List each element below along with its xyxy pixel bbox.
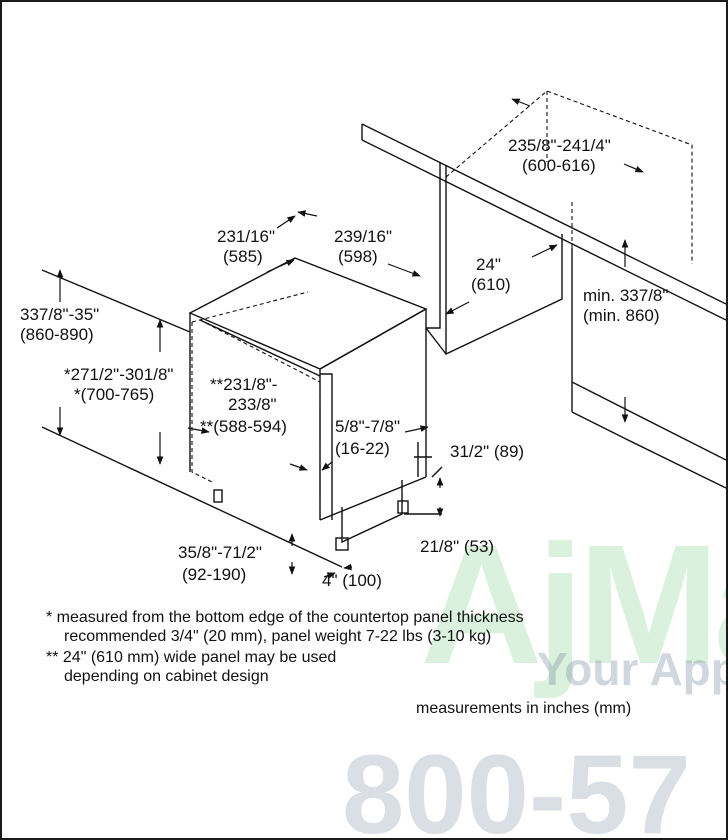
dim-width-top-in: 231/16": [217, 227, 275, 246]
dim-panel-width-in-2: 233/8": [228, 395, 277, 414]
dim-gap-mm: (16-22): [335, 439, 390, 458]
dim-total-height-mm: (860-890): [20, 325, 94, 344]
footnote-star-2a: ** 24" (610 mm) wide panel may be used: [46, 649, 337, 666]
dim-total-height-in: 337/8"-35": [20, 305, 99, 324]
foot-front: [335, 537, 349, 551]
cabinet-wall: [426, 162, 441, 329]
dim-min-height-mm: (min. 860): [583, 306, 660, 325]
dim-foot-depth: 4" (100): [322, 571, 382, 590]
dim-gap-in: 5/8"-7/8": [335, 417, 400, 436]
foot-right: [397, 500, 409, 514]
dim-depth24-mm: (610): [471, 275, 511, 294]
dim-panel-width-in-1: **231/8"-: [210, 375, 277, 394]
dim-foot-height-in: 35/8"-71/2": [178, 543, 262, 562]
footnote-star-1a: * measured from the bottom edge of the c…: [46, 609, 524, 626]
dim-width-body-in: 239/16": [334, 227, 392, 246]
dim-width-body-mm: (598): [338, 247, 378, 266]
dim-min-height-in: min. 337/8": [583, 286, 668, 305]
dim-panel-width-mm: **(588-594): [200, 417, 287, 436]
niche-outline: [445, 90, 693, 264]
dim-width-top-mm: (585): [223, 247, 263, 266]
watermark-tagline: Your App: [537, 643, 728, 695]
dishwasher-body: [188, 257, 428, 370]
dim-toe-kick-depth: 21/8" (53): [420, 537, 494, 556]
watermark-phone: 800-57: [342, 732, 691, 840]
dim-toe-kick-height: 31/2" (89): [450, 442, 524, 461]
countertop-line: [361, 123, 726, 305]
dim-panel-height-in: *271/2"-301/8": [64, 365, 173, 384]
foot-left: [213, 489, 223, 503]
units-note: measurements in inches (mm): [416, 700, 632, 717]
watermark-brand: AjMa: [420, 510, 726, 700]
dim-cab-depth-mm: (600-616): [522, 156, 596, 175]
dim-depth24-in: 24": [476, 255, 501, 274]
footnote-star-2b: depending on cabinet design: [64, 668, 269, 685]
dim-foot-height-mm: (92-190): [182, 565, 246, 584]
dim-panel-height-mm: *(700-765): [74, 385, 154, 404]
footnote-star-1b: recommended 3/4" (20 mm), panel weight 7…: [64, 628, 492, 645]
dim-cab-depth-in: 235/8"-241/4": [508, 136, 611, 155]
